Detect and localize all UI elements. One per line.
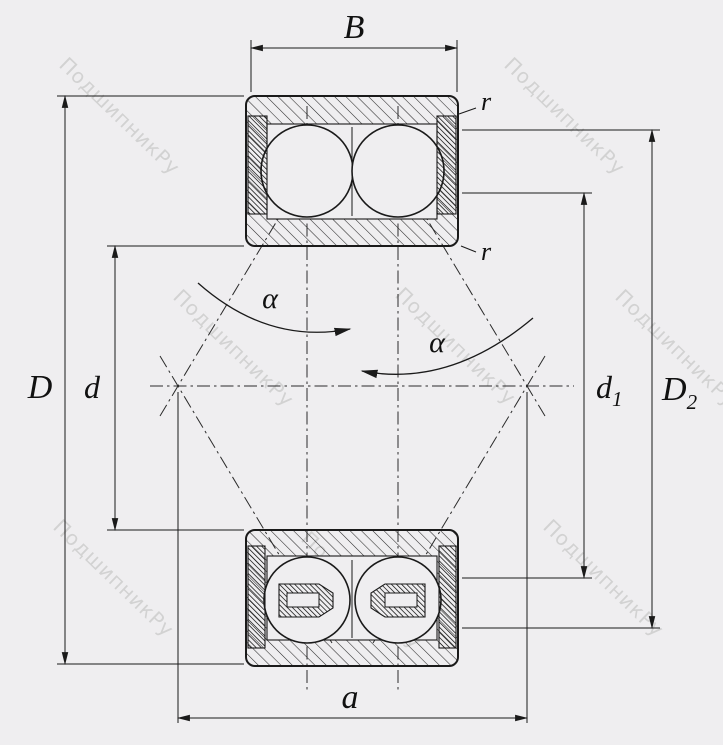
label-D2-base: D: [661, 371, 687, 408]
label-r-outer: r: [481, 87, 492, 116]
label-D: D: [27, 369, 53, 406]
angle-arc-right: [360, 317, 534, 379]
label-d1-sub: 1: [612, 387, 623, 411]
watermark-text: ПодшипникРу: [500, 52, 631, 179]
fillet-radii: r r: [458, 87, 492, 266]
seal-slot-bottom-right: [384, 592, 418, 608]
label-D2: D2: [661, 371, 698, 414]
contact-line-left-upper: [159, 128, 333, 417]
ball-top-right: [351, 124, 445, 218]
seal-top-right: [436, 115, 457, 215]
dimension-a: a: [176, 392, 529, 723]
label-alpha-left: α: [262, 282, 279, 315]
contact-line-right-upper: [372, 128, 546, 417]
label-D2-sub: 2: [687, 390, 698, 414]
seal-bottom-right: [438, 545, 457, 649]
watermark-text: ПодшипникРу: [49, 514, 180, 641]
watermark-text: ПодшипникРу: [55, 52, 186, 179]
dimension-B: B: [249, 9, 459, 92]
label-alpha-right: α: [429, 326, 446, 359]
dimension-d1: d1: [462, 191, 623, 580]
label-d1: d1: [596, 369, 623, 411]
label-d: d: [84, 369, 101, 405]
label-d1-base: d: [596, 369, 613, 405]
label-a: a: [342, 679, 359, 716]
ball-top-left: [260, 124, 354, 218]
seal-bottom-left: [247, 545, 266, 649]
leader-line-r-inner: [460, 245, 477, 253]
watermark-text: ПодшипникРу: [169, 284, 300, 411]
dimension-D2: D2: [462, 128, 698, 630]
watermark-text: ПодшипникРу: [391, 282, 522, 409]
label-r-inner: r: [481, 237, 492, 266]
lower-ring-section: [245, 529, 459, 667]
dimension-D: D: [27, 94, 244, 666]
contact-line-left-lower: [159, 355, 333, 644]
contact-line-right-lower: [372, 355, 546, 644]
leader-line-r-outer: [458, 107, 477, 115]
seal-slot-bottom-left: [286, 592, 320, 608]
contact-angles: α α: [197, 282, 534, 379]
upper-ring-section: [245, 95, 459, 247]
seal-top-left: [247, 115, 268, 215]
label-B: B: [344, 9, 365, 46]
angle-arc-left: [197, 282, 352, 337]
dimension-d: d: [84, 244, 244, 532]
